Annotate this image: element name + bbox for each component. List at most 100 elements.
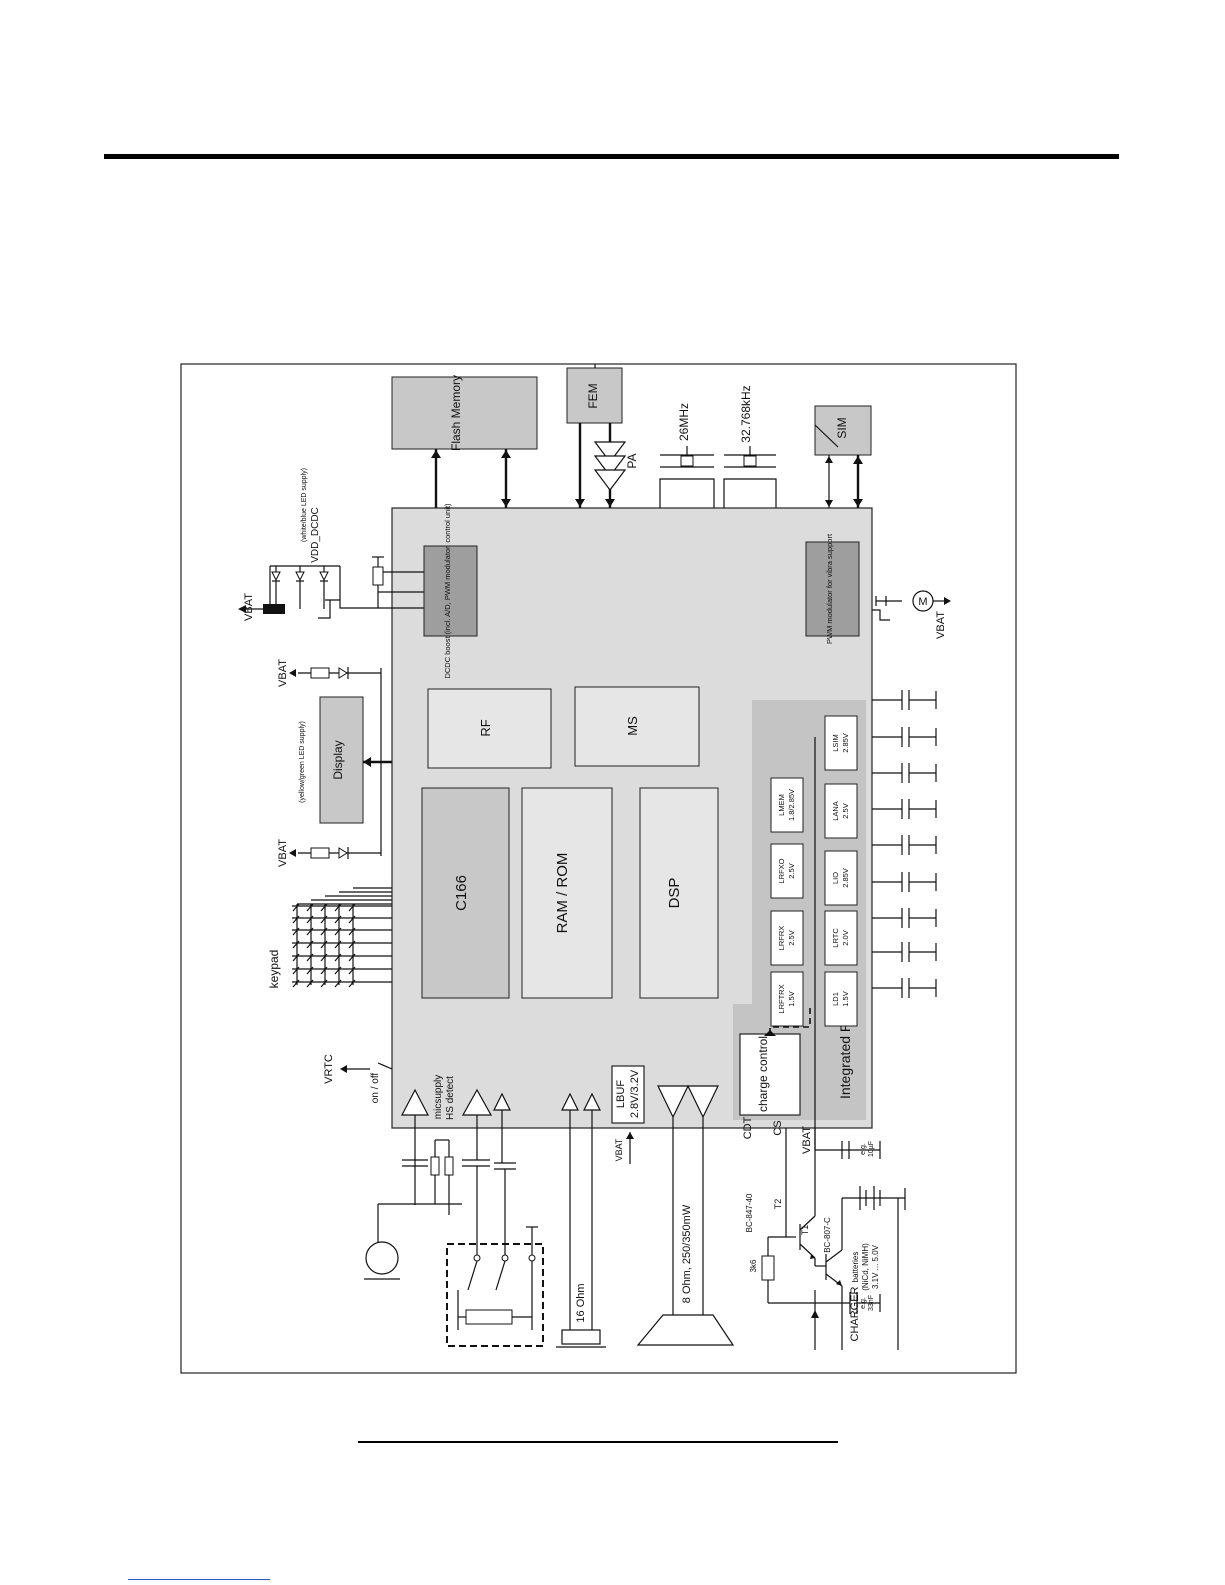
regulator-voltage: 1.5V (841, 991, 850, 1006)
keypad-key (348, 903, 356, 912)
charger-circuit (761, 1128, 906, 1350)
regulator-name: LSIM (831, 734, 840, 752)
regulator-voltage: 1.8/2.85V (787, 789, 796, 821)
cs-label: CS (772, 1120, 784, 1135)
keypad-key (334, 979, 342, 988)
t1-label: T1 (800, 1225, 810, 1236)
on-off-switch (340, 1062, 393, 1073)
keypad-key (348, 927, 356, 936)
keypad-key (334, 927, 342, 936)
keypad-key (306, 940, 314, 949)
vbat-label-3: VBAT (277, 839, 289, 867)
regulator-voltage: 2.5V (787, 863, 796, 878)
cap2-eg: e.g. (860, 1297, 867, 1309)
keypad-key (334, 966, 342, 975)
regulator-name: LRFTRX (777, 984, 786, 1013)
crystal-32khz: 32.768kHz (723, 385, 777, 508)
flash-memory-block: Flash Memory (391, 375, 538, 451)
keypad-key (334, 953, 342, 962)
ms-label: MS (625, 716, 640, 736)
pmu-capacitor (872, 799, 937, 819)
display-led-bottom (289, 847, 381, 859)
lbuf-block: LBUF 2.8V/3.2V (611, 1065, 645, 1124)
display-block: Display (319, 696, 364, 824)
batteries-label: batteries (851, 1252, 860, 1283)
vbat-label-4: VBAT (935, 611, 947, 639)
pmu-capacitor (872, 763, 937, 783)
keypad-key (334, 903, 342, 912)
keypad-key (306, 979, 314, 988)
regulator-voltage: 1.5V (787, 991, 796, 1006)
pmu-capacitor (872, 690, 937, 710)
speaker-label: 8 Ohm, 250/350mW (681, 1204, 693, 1303)
keypad-key (348, 953, 356, 962)
speaker-amplifiers: 8 Ohm, 250/350mW (636, 1085, 735, 1346)
vbat-label-lbuf: VBAT (614, 1138, 624, 1161)
footer-rule (358, 1441, 838, 1443)
keypad-key (292, 903, 300, 912)
keypad-key (306, 953, 314, 962)
r3k6-label: 3k6 (749, 1259, 758, 1272)
pa-label: PA (625, 453, 639, 468)
svg-text:Flash Memory: Flash Memory (449, 375, 463, 451)
sim-block: SIM (814, 405, 872, 456)
fem-block: FEM (566, 367, 623, 424)
earpiece-amplifiers: 16 Ohm (556, 1092, 606, 1348)
batteries-type-label: (NiCd, NiMH) (861, 1243, 870, 1291)
cap1-eg: e.g. (860, 1143, 867, 1155)
cap1-value: 10µF (868, 1141, 875, 1157)
regulator-name: LRFRX (777, 926, 786, 951)
charger-label: CHARGER (849, 1286, 861, 1341)
regulator-voltage: 2.85V (841, 733, 850, 753)
pmu-capacitor (872, 908, 937, 928)
c166-block: C166 (421, 787, 510, 999)
pmu-capacitor (872, 872, 937, 892)
keypad-key (292, 915, 300, 924)
regulator-name: LIO (831, 872, 840, 884)
ms-block: MS (574, 686, 700, 767)
keypad-key (320, 953, 328, 962)
footer-link-rule (128, 1579, 270, 1580)
crystal-26mhz: 26MHz (659, 403, 715, 508)
display-note: (yellow/green LED supply) (299, 721, 306, 803)
vrtc-label: VRTC (323, 1054, 335, 1084)
headset-amplifiers (461, 1088, 511, 1116)
keypad-key (306, 903, 314, 912)
keypad-key (320, 927, 328, 936)
keypad-key (306, 927, 314, 936)
xtal-32-label: 32.768kHz (739, 385, 753, 442)
ohm16-label: 16 Ohm (575, 1283, 587, 1322)
keypad-key (292, 979, 300, 988)
keypad-key (348, 966, 356, 975)
regulator-voltage: 2.5V (787, 930, 796, 945)
cdt-label: CDT (742, 1116, 754, 1139)
pwm-vibra-block: PWM modulator for vibra support (805, 533, 860, 644)
ram-rom-block: RAM / ROM (521, 787, 613, 999)
xtal-26-label: 26MHz (677, 403, 691, 441)
c166-label: C166 (453, 875, 470, 911)
keypad-key (348, 940, 356, 949)
flash-label: Flash Memory (449, 375, 463, 451)
sim-label: SIM (835, 417, 849, 438)
vdd-dcdc-label: VDD_DCDC (310, 507, 321, 563)
lbuf-voltage: 2.8V/3.2V (629, 1069, 641, 1118)
keypad-matrix (292, 887, 392, 988)
keypad-key (320, 903, 328, 912)
keypad-key (292, 966, 300, 975)
keypad-key (292, 927, 300, 936)
dsp-block: DSP (639, 787, 719, 999)
pmu-capacitor (872, 978, 937, 998)
keypad-key (320, 940, 328, 949)
keypad-key (320, 966, 328, 975)
dcdc-label: DCDC boost (incl. A/D, PWM modulator, co… (443, 503, 452, 679)
dcdc-boost-block: DCDC boost (incl. A/D, PWM modulator, co… (423, 503, 478, 679)
